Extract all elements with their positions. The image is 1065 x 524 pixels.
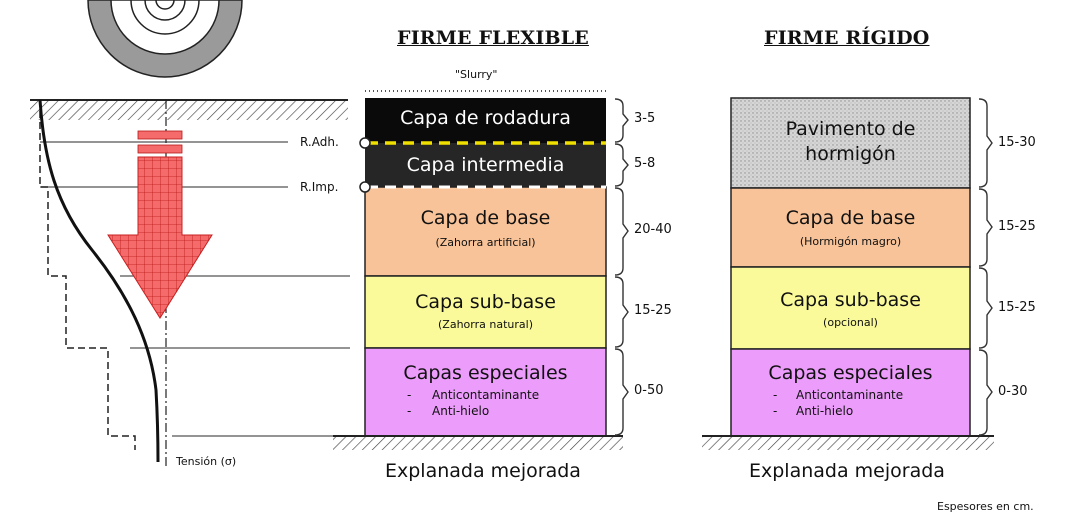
rigid-especiales-bullet-2: Anti-hielo (796, 404, 854, 418)
flexible-especiales-bullet-1: Anticontaminante (432, 388, 540, 402)
flexible-especiales-name: Capas especiales (403, 362, 568, 384)
rigid-thickness-especiales: 0-30 (998, 384, 1028, 399)
flexible-base-sub: (Zahorra artificial) (435, 236, 536, 249)
slurry-label: "Slurry" (455, 68, 498, 81)
flexible-thickness-subbase: 15-25 (634, 303, 672, 318)
flexible-especiales-dash-2: - (407, 404, 412, 418)
flexible-thickness-rodadura: 3-5 (634, 111, 656, 126)
flexible-intermedia-name: Capa intermedia (406, 154, 565, 176)
flexible-base-name: Capa de base (420, 207, 551, 229)
rigid-title: FIRME RÍGIDO (764, 27, 930, 49)
rigid-especiales-bullet-1: Anticontaminante (796, 388, 904, 402)
flexible-thickness-especiales: 0-50 (634, 383, 664, 398)
flexible-title: FIRME FLEXIBLE (397, 27, 589, 49)
rigid-subbase-name: Capa sub-base (780, 289, 921, 311)
flexible-especiales-dash-1: - (407, 388, 412, 402)
layer-subbase-rigid (730, 266, 971, 350)
flexible-subbase-name: Capa sub-base (415, 291, 556, 313)
rigid-foundation-label: Explanada mejorada (749, 460, 945, 482)
interface-marker-adherencia (359, 137, 371, 149)
units-note: Espesores en cm. (937, 500, 1034, 513)
wheel-icon (87, 0, 243, 78)
rigid-thickness-hormigon: 15-30 (998, 135, 1036, 150)
layer-base (364, 186, 607, 277)
layer-rodadura (365, 98, 606, 143)
rigid-column (702, 97, 994, 450)
stress-label: Tensión (σ) (176, 455, 237, 468)
rigid-thickness-base: 15-25 (998, 219, 1036, 234)
rigid-base-name: Capa de base (785, 207, 916, 229)
stress-curve (38, 99, 160, 463)
rigid-thickness-subbase: 15-25 (998, 300, 1036, 315)
layer-hormigon (730, 97, 971, 189)
flexible-braces (614, 98, 629, 436)
flexible-column (333, 86, 623, 450)
rigid-especiales-dash-1: - (773, 388, 778, 402)
label-r-imp: R.Imp. (300, 180, 339, 194)
flexible-subbase-sub: (Zahorra natural) (438, 318, 533, 331)
rigid-hormigon-line2: hormigón (805, 143, 896, 165)
load-arrow-icon (107, 130, 213, 319)
label-r-adh: R.Adh. (300, 135, 339, 149)
layer-especiales-rigid (730, 348, 971, 437)
layer-intermedia (365, 143, 606, 187)
rigid-base-sub: (Hormigón magro) (799, 235, 902, 248)
flexible-thickness-base: 20-40 (634, 222, 672, 237)
interface-marker-imprimacion (359, 181, 371, 193)
flexible-especiales-bullet-2: Anti-hielo (432, 404, 490, 418)
ground-hatch (30, 99, 348, 120)
rigid-hormigon-line1: Pavimento de (785, 118, 916, 140)
rigid-especiales-name: Capas especiales (768, 362, 933, 384)
rigid-braces (978, 98, 993, 436)
stepped-stress-line (39, 100, 136, 450)
rigid-subbase-sub: (opcional) (823, 316, 878, 329)
layer-base-rigid (730, 187, 971, 268)
rigid-especiales-dash-2: - (773, 404, 778, 418)
flexible-foundation-label: Explanada mejorada (385, 460, 581, 482)
flexible-thickness-intermedia: 5-8 (634, 156, 656, 171)
flexible-rodadura-name: Capa de rodadura (400, 107, 571, 129)
